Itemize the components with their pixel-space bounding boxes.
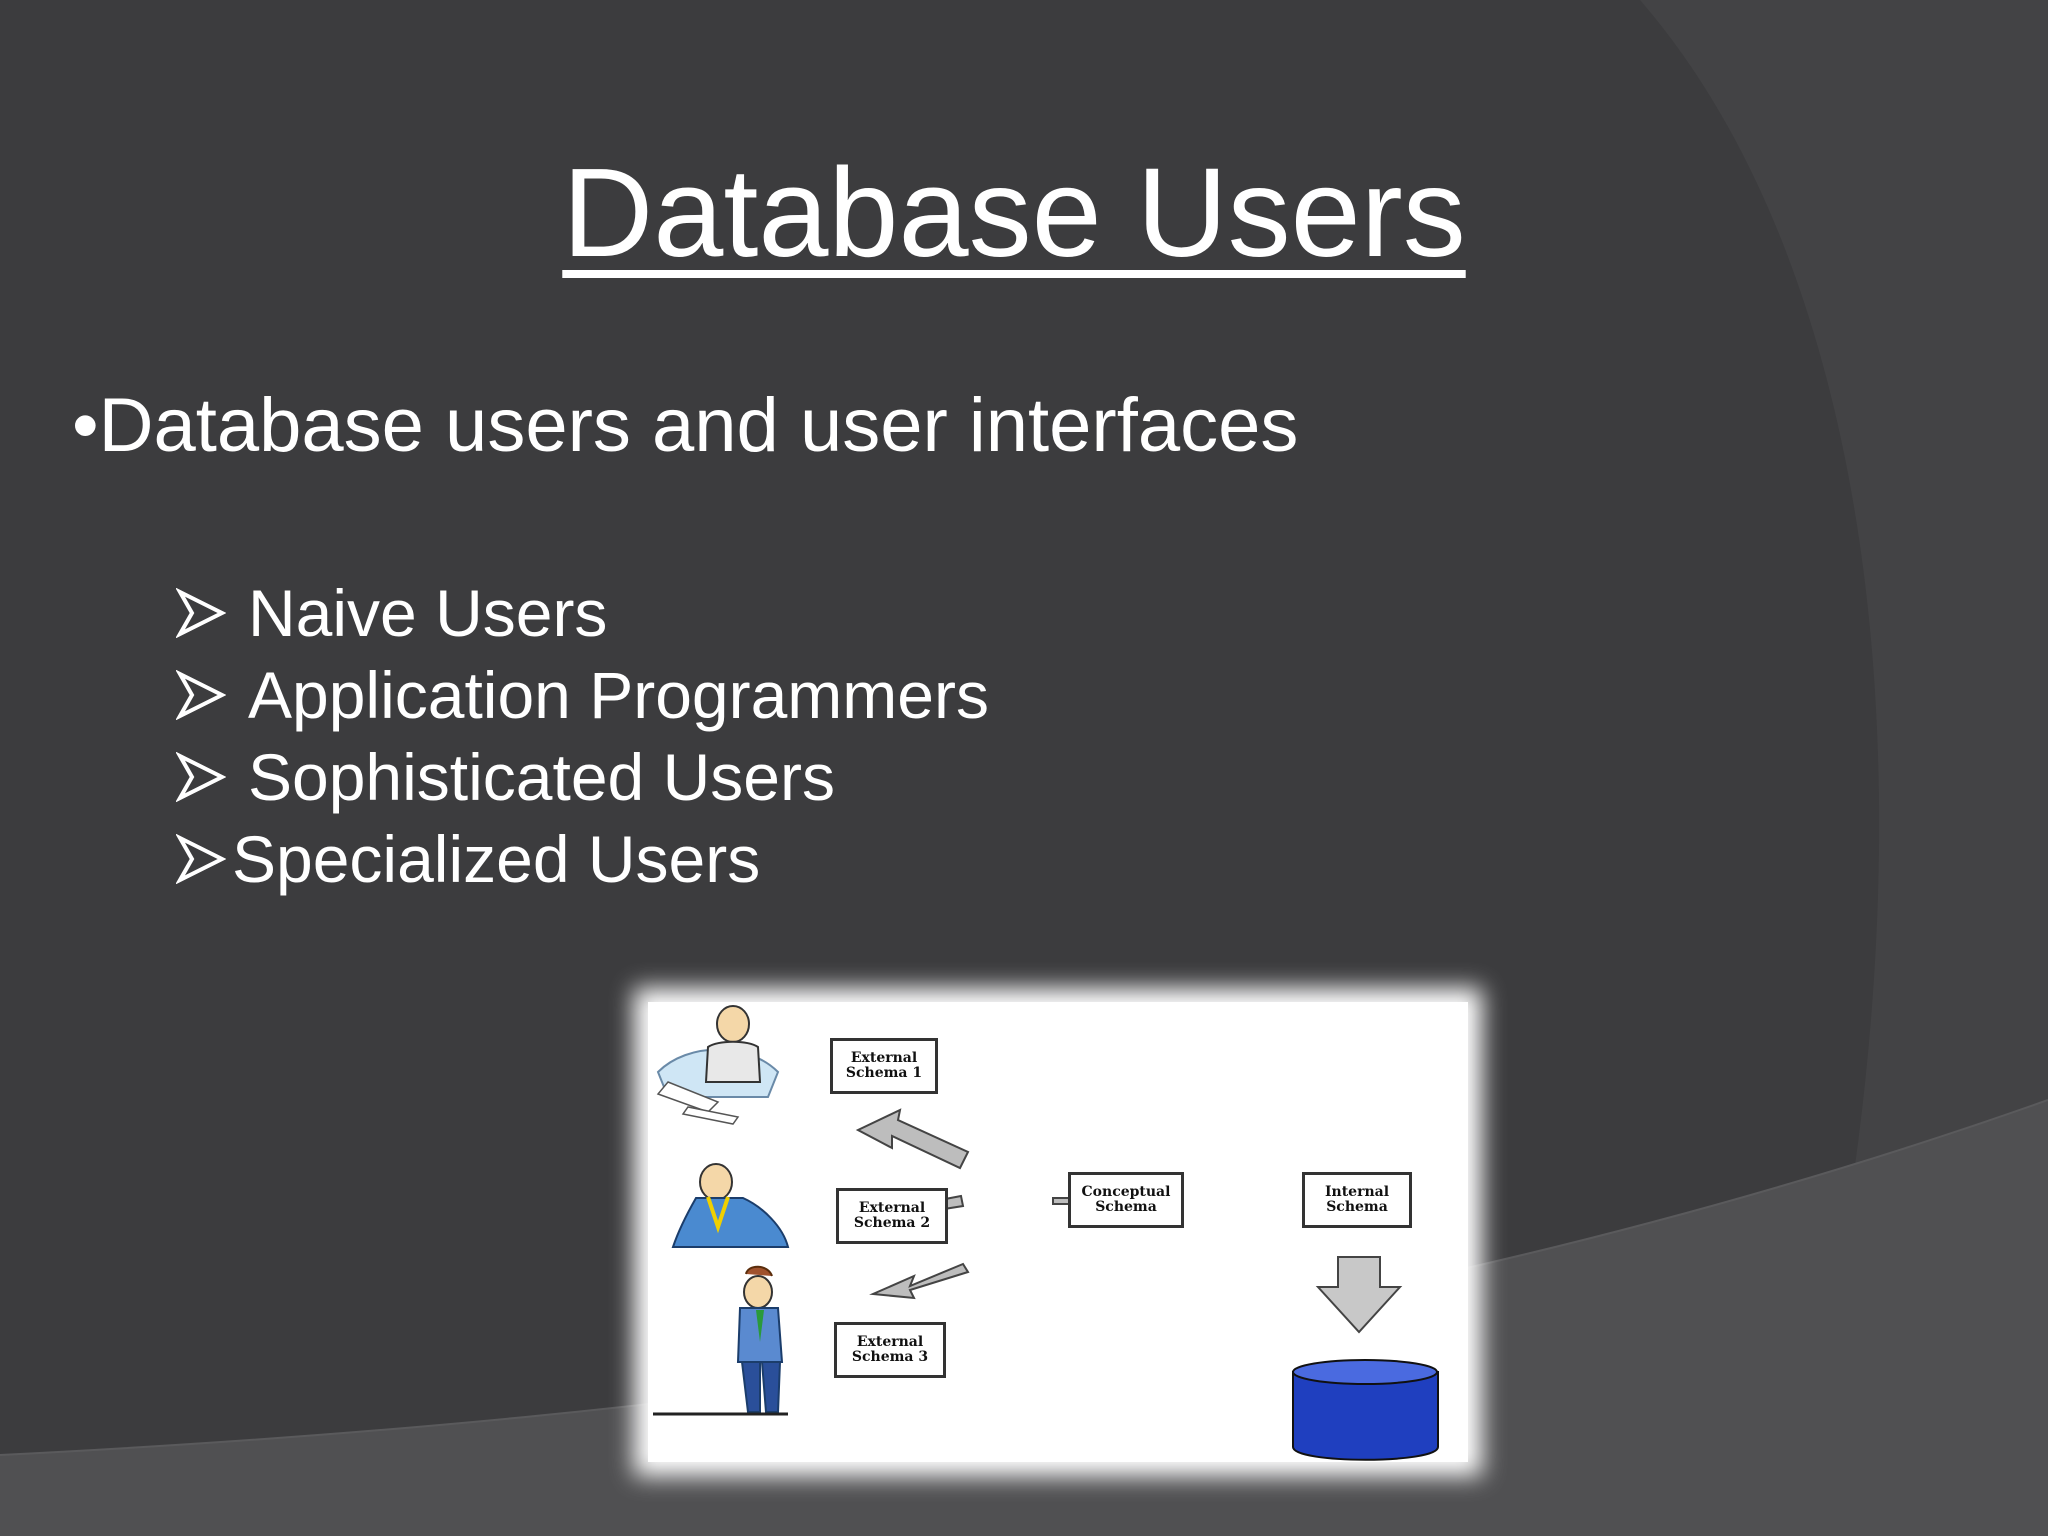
list-item: Specialized Users	[176, 818, 989, 900]
arrow-up-left	[855, 1108, 970, 1170]
arrowhead-bullet-icon	[176, 670, 226, 720]
naive-user-figure	[656, 1005, 780, 1125]
list-item: Naive Users	[176, 572, 989, 654]
slide-title: Database Users	[562, 142, 1466, 283]
external-schema-1-box: External Schema 1	[830, 1038, 938, 1094]
database-icon	[1292, 1359, 1439, 1461]
list-item: Sophisticated Users	[176, 736, 989, 818]
user-types-list: Naive Users Application Programmers Soph…	[176, 572, 989, 900]
diagram-graphics	[653, 1005, 1439, 1461]
internal-schema-box: Internal Schema	[1302, 1172, 1412, 1228]
conceptual-schema-box: Conceptual Schema	[1068, 1172, 1184, 1228]
sophisticated-user-figure	[653, 1265, 788, 1416]
external-schema-2-box: External Schema 2	[836, 1188, 948, 1244]
arrow-down-left	[869, 1262, 970, 1300]
external-schema-3-box: External Schema 3	[834, 1322, 946, 1378]
list-item-label: Sophisticated Users	[248, 740, 835, 814]
list-item-label: Naive Users	[248, 576, 608, 650]
arrow-down	[1315, 1256, 1403, 1334]
arrowhead-bullet-icon	[176, 834, 226, 884]
list-item-label: Application Programmers	[248, 658, 989, 732]
list-item-label: Specialized Users	[232, 822, 761, 896]
arrowhead-bullet-icon	[176, 752, 226, 802]
list-item: Application Programmers	[176, 654, 989, 736]
arrowhead-bullet-icon	[176, 588, 226, 638]
application-programmer-figure	[671, 1163, 790, 1248]
schema-diagram: External Schema 1 External Schema 2 Exte…	[648, 1002, 1468, 1462]
main-bullet: •Database users and user interfaces	[72, 383, 1299, 468]
